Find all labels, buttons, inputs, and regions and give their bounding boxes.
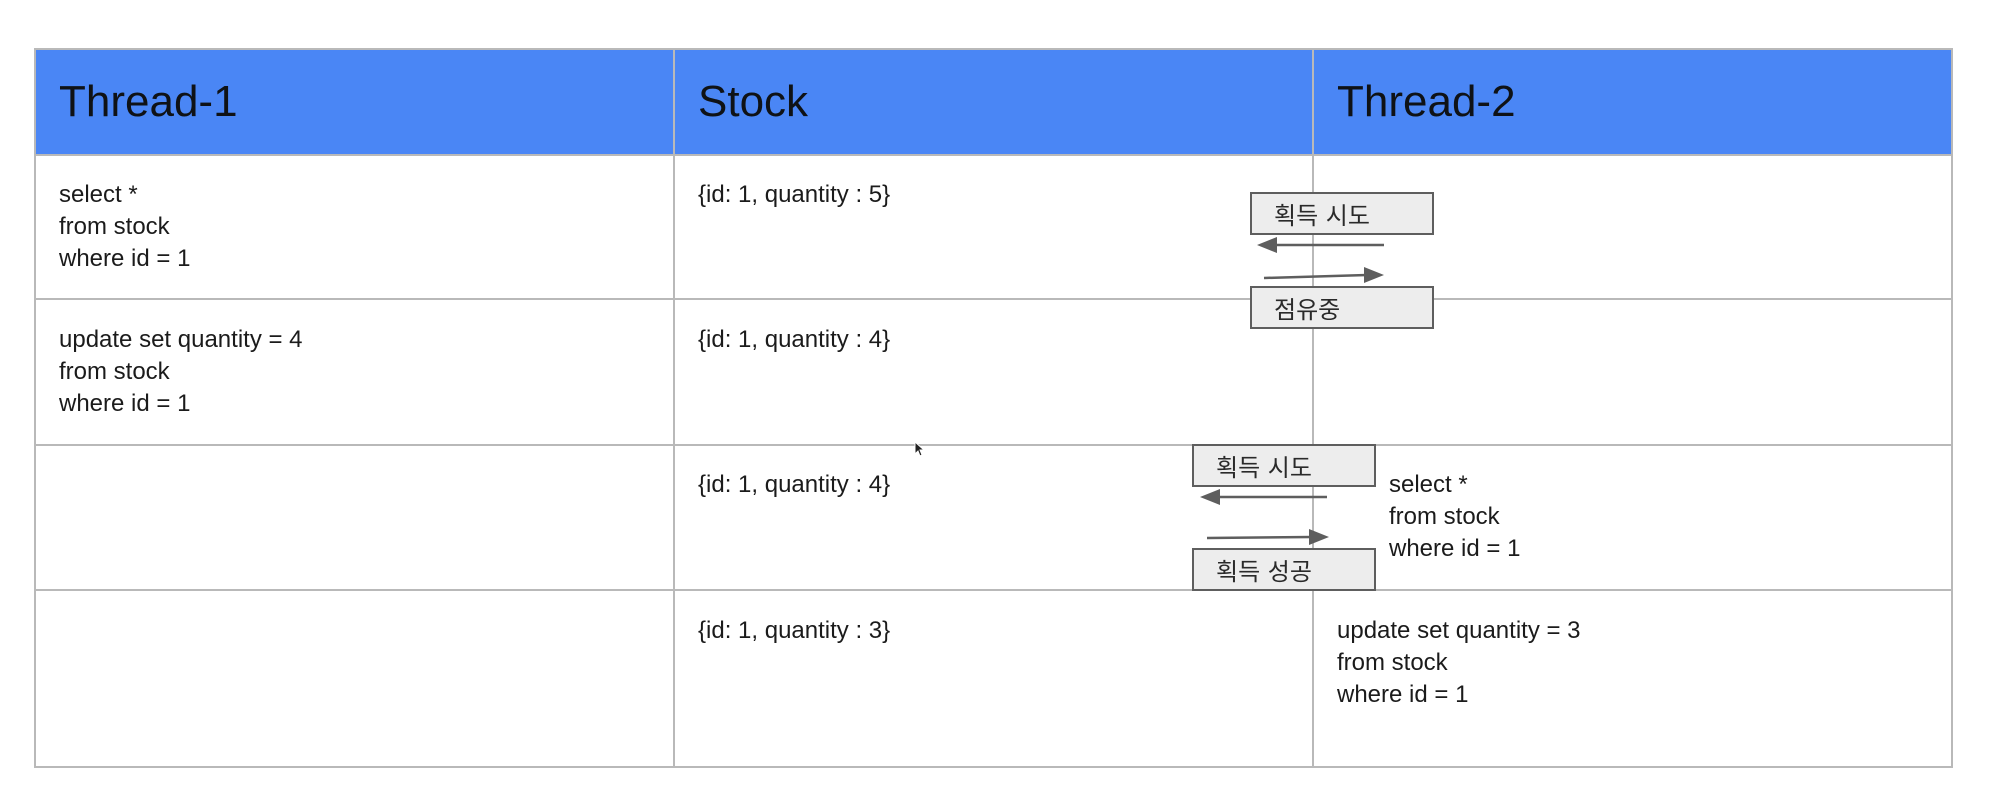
lock-attempt-tag-1: 획득 시도 [1250,192,1434,235]
table-border-bottom [34,766,1953,768]
lock-request-arrow-2 [1200,489,1327,505]
header-stock: Stock [698,76,809,126]
header-thread-2: Thread-2 [1337,76,1516,126]
row-3-thread-2-query: select * from stock where id = 1 [1389,471,1521,562]
table-border-left [34,48,36,768]
header-thread-1: Thread-1 [59,76,238,126]
lock-attempt-tag-2: 획득 시도 [1192,444,1376,487]
column-divider-2 [1312,48,1314,768]
table-header-band [35,49,1952,154]
row-divider-1 [34,298,1953,300]
row-divider-2 [34,444,1953,446]
row-4-stock-value: {id: 1, quantity : 3} [698,617,891,644]
row-2-thread-1-query: update set quantity = 4 from stock where… [59,326,303,417]
column-divider-1 [673,48,675,768]
row-divider-3 [34,589,1953,591]
lock-response-arrow-1 [1263,267,1384,283]
lock-occupied-tag: 점유중 [1250,286,1434,329]
row-2-stock-value: {id: 1, quantity : 4} [698,326,891,353]
lock-request-arrow-1 [1257,237,1384,253]
lock-response-arrow-2 [1206,529,1329,545]
lock-acquired-tag: 획득 성공 [1192,548,1376,591]
table-border-right [1951,48,1953,768]
mouse-pointer-icon [914,441,926,457]
row-3-stock-value: {id: 1, quantity : 4} [698,471,891,498]
row-4-thread-2-query: update set quantity = 3 from stock where… [1337,617,1581,708]
table-border-top [34,48,1953,50]
row-divider-header [34,154,1953,156]
row-1-stock-value: {id: 1, quantity : 5} [698,181,891,208]
row-1-thread-1-query: select * from stock where id = 1 [59,181,191,272]
